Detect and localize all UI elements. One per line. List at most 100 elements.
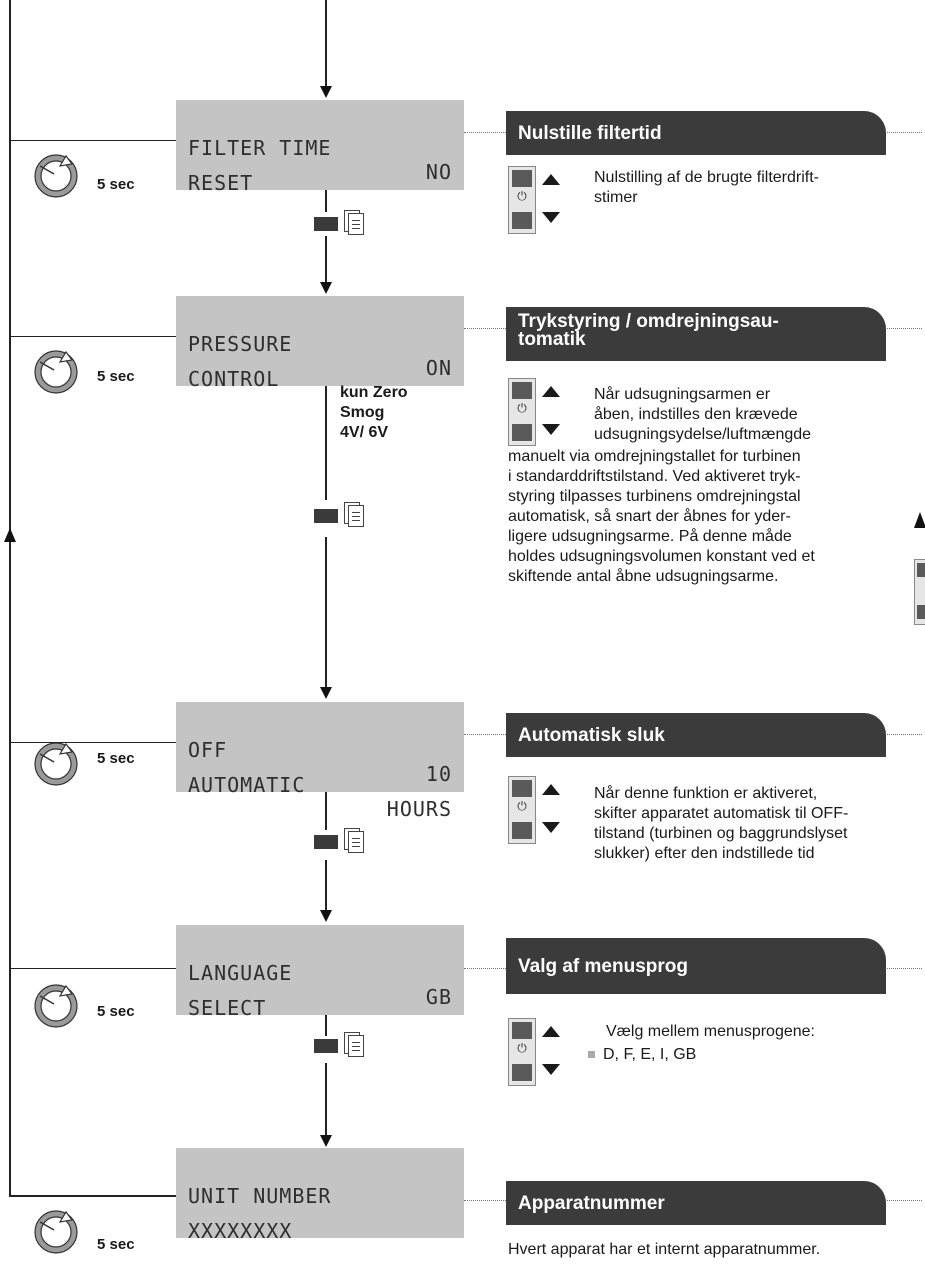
- left-flow-line-bottom: [9, 1195, 177, 1197]
- timer-label: 5 sec: [97, 1236, 135, 1253]
- lcd-display-pressure-control: PRESSURE ON CONTROL: [176, 296, 464, 391]
- dotted-connector: [464, 132, 506, 133]
- branch-line-1: [9, 140, 177, 141]
- section-text: Når denne funktion er aktiveret, skifter…: [594, 785, 849, 862]
- main-flow-line: [325, 0, 327, 86]
- dotted-connector: [464, 328, 506, 329]
- flow-arrowhead: [320, 282, 332, 294]
- dotted-connector: [862, 734, 922, 735]
- timer-label: 5 sec: [97, 176, 135, 193]
- lcd-display-filter-time: FILTER TIME NO RESET: [176, 100, 464, 195]
- keypad-icon: ⏻: [508, 1018, 564, 1086]
- lcd-line1-right: 10: [425, 762, 452, 786]
- lcd-line1-left: UNIT NUMBER: [188, 1184, 332, 1208]
- arrow-up-icon: [542, 174, 560, 185]
- power-icon: ⏻: [517, 799, 527, 813]
- dotted-connector: [862, 328, 922, 329]
- power-icon: ⏻: [517, 401, 527, 415]
- lcd-display-language-select: LANGUAGE GB SELECT: [176, 925, 464, 1020]
- lcd-line1-left: FILTER TIME: [188, 136, 332, 160]
- cycle-icon: [34, 350, 78, 394]
- lcd-line1-left: LANGUAGE: [188, 961, 293, 985]
- bullet-item: D, F, E, I, GB: [588, 1045, 696, 1065]
- branch-line-3: [9, 742, 177, 743]
- left-flow-line: [9, 0, 11, 1197]
- keypad-icon: ⏻: [508, 166, 564, 234]
- section-title-text: Valg af menusprog: [518, 955, 688, 977]
- flow-arrowhead: [320, 910, 332, 922]
- arrow-up-icon: [542, 1026, 560, 1037]
- section-text: manuelt via omdrejningstallet for turbin…: [508, 448, 815, 585]
- arrow-up-icon: [542, 784, 560, 795]
- right-edge-keypad-fragment: [914, 559, 925, 625]
- lcd-line2-left: XXXXXXXX: [188, 1219, 293, 1243]
- flow-arrowhead: [320, 687, 332, 699]
- left-flow-arrowhead: [4, 528, 16, 542]
- timer-label: 5 sec: [97, 1003, 135, 1020]
- softkey-icon: [314, 1032, 384, 1068]
- section-text: Vælg mellem menusprogene:: [606, 1023, 815, 1040]
- right-edge-arrowhead: [914, 512, 925, 528]
- cycle-icon: [34, 154, 78, 198]
- softkey-icon: [314, 210, 384, 246]
- dotted-connector: [464, 734, 506, 735]
- section-text: Nulstilling af de brugte filterdrift- st…: [594, 169, 819, 206]
- flow-line-3a: [325, 772, 327, 830]
- dotted-connector: [464, 1200, 506, 1201]
- flow-line-4b: [325, 1063, 327, 1135]
- branch-line-2: [9, 336, 177, 337]
- section-title: Automatisk sluk: [506, 713, 886, 757]
- timer-label: 5 sec: [97, 368, 135, 385]
- section-title: Apparatnummer: [506, 1181, 886, 1225]
- flow-line-4a: [325, 998, 327, 1036]
- section-title-text: Trykstyring / omdrejningsau- tomatik: [518, 311, 779, 350]
- lcd-line1-right: NO: [425, 160, 452, 184]
- cycle-icon: [34, 1210, 78, 1254]
- flow-line-2b: [325, 537, 327, 687]
- dotted-connector: [862, 132, 922, 133]
- arrow-down-icon: [542, 822, 560, 833]
- lcd-line2-left: RESET: [188, 171, 254, 195]
- keypad-icon: ⏻: [508, 776, 564, 844]
- arrow-down-icon: [542, 212, 560, 223]
- lcd-display-unit-number: UNIT NUMBER XXXXXXXX: [176, 1148, 464, 1243]
- arrow-down-icon: [542, 424, 560, 435]
- cycle-icon: [34, 742, 78, 786]
- power-icon: ⏻: [517, 189, 527, 203]
- lcd-line2-left: AUTOMATIC: [188, 773, 306, 797]
- power-icon: ⏻: [517, 1041, 527, 1055]
- arrow-down-icon: [542, 1064, 560, 1075]
- dotted-connector: [464, 968, 506, 969]
- lcd-line2-right: HOURS: [386, 797, 452, 821]
- lcd-line1-left: PRESSURE: [188, 332, 293, 356]
- model-note: kun Zero Smog 4V/ 6V: [340, 384, 408, 441]
- section-text-indented: Når udsugningsarmen er åben, indstilles …: [594, 386, 812, 443]
- timer-label: 5 sec: [97, 750, 135, 767]
- section-title: Trykstyring / omdrejningsau- tomatik: [506, 307, 886, 361]
- dotted-connector: [862, 968, 922, 969]
- keypad-icon: ⏻: [508, 378, 564, 446]
- branch-line-4: [9, 968, 177, 969]
- softkey-icon: [314, 502, 384, 538]
- dotted-connector: [862, 1200, 922, 1201]
- bullet-text: D, F, E, I, GB: [603, 1046, 697, 1063]
- section-title: Valg af menusprog: [506, 938, 886, 994]
- softkey-icon: [314, 828, 384, 864]
- lcd-line1-left: OFF: [188, 738, 228, 762]
- arrow-up-icon: [542, 386, 560, 397]
- flow-line-2a: [325, 366, 327, 500]
- lcd-line2-left: SELECT: [188, 996, 267, 1020]
- lcd-display-off-automatic: OFF 10 AUTOMATIC HOURS: [176, 702, 464, 821]
- section-text: Hvert apparat har et internt apparatnumm…: [508, 1241, 821, 1258]
- bullet-icon: [588, 1051, 595, 1059]
- lcd-line1-right: GB: [425, 985, 452, 1009]
- cycle-icon: [34, 984, 78, 1028]
- flow-line-1b: [325, 236, 327, 282]
- flow-line-1a: [325, 170, 327, 212]
- section-title: Nulstille filtertid: [506, 111, 886, 155]
- flow-arrowhead: [320, 86, 332, 98]
- lcd-line2-left: CONTROL: [188, 367, 280, 391]
- flow-line-3b: [325, 860, 327, 910]
- flow-arrowhead: [320, 1135, 332, 1147]
- lcd-line1-right: ON: [425, 356, 452, 380]
